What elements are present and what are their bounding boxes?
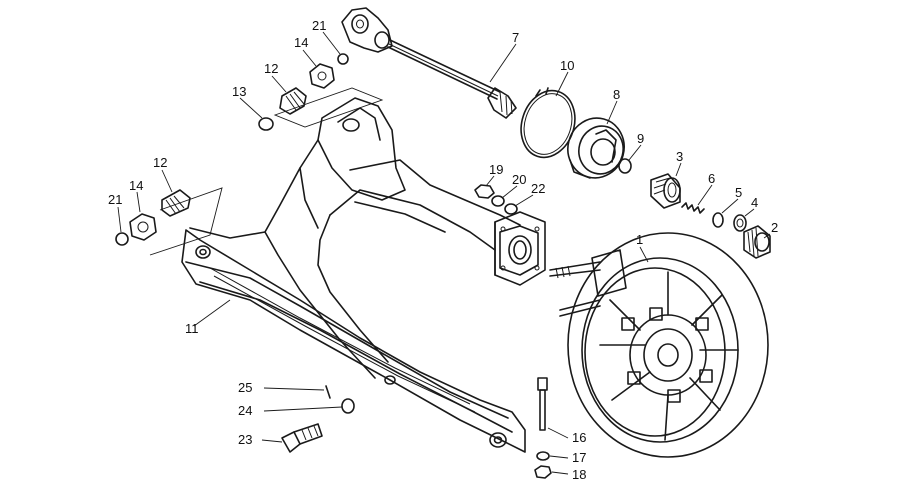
cap-21-lower-part bbox=[115, 232, 129, 246]
washer-5-part bbox=[712, 212, 724, 228]
needle-bearing-part bbox=[650, 173, 681, 209]
pivot-bolt-12-upper-part bbox=[279, 87, 307, 115]
callout-20: 20 bbox=[512, 172, 526, 187]
circlip-part bbox=[520, 87, 576, 159]
nut-14-upper-part bbox=[309, 63, 335, 89]
callout-23: 23 bbox=[238, 432, 252, 447]
assembly-guide-upper bbox=[273, 87, 384, 128]
callout-14-upper: 14 bbox=[294, 35, 308, 50]
pin-25-part bbox=[325, 385, 331, 399]
pivot-bolt-12-lower-part bbox=[161, 189, 191, 217]
washer-20-part bbox=[491, 195, 505, 207]
callout-18: 18 bbox=[572, 467, 586, 482]
callout-16: 16 bbox=[572, 430, 586, 445]
assembly-guide-left bbox=[149, 187, 223, 256]
callout-12-lower: 12 bbox=[153, 155, 167, 170]
callout-4: 4 bbox=[751, 195, 758, 210]
callout-21-lower: 21 bbox=[108, 192, 122, 207]
nut-19-part bbox=[474, 184, 495, 199]
washer-13-part bbox=[258, 117, 274, 131]
pivot-bolt-23-part bbox=[281, 423, 323, 453]
drive-shaft-part bbox=[341, 7, 517, 119]
callout-9: 9 bbox=[637, 131, 644, 146]
callout-12-upper: 12 bbox=[264, 61, 278, 76]
callout-22: 22 bbox=[531, 181, 545, 196]
callout-17: 17 bbox=[572, 450, 586, 465]
callout-11: 11 bbox=[185, 321, 199, 336]
callout-19: 19 bbox=[489, 162, 503, 177]
callout-8: 8 bbox=[613, 87, 620, 102]
callout-21-upper: 21 bbox=[312, 18, 326, 33]
callout-13: 13 bbox=[232, 84, 246, 99]
swing-arm-part bbox=[181, 97, 546, 453]
callout-5: 5 bbox=[735, 185, 742, 200]
o-ring-part bbox=[618, 158, 632, 174]
washer-24-part bbox=[341, 398, 355, 414]
nut-18-part bbox=[534, 465, 552, 479]
washer-22-part bbox=[504, 203, 518, 215]
callout-25: 25 bbox=[238, 380, 252, 395]
cap-21-upper-part bbox=[337, 53, 349, 65]
washer-17-part bbox=[536, 451, 550, 461]
callout-6: 6 bbox=[708, 171, 715, 186]
callout-14-lower: 14 bbox=[129, 178, 143, 193]
washer-4-part bbox=[733, 214, 747, 232]
callout-2: 2 bbox=[771, 220, 778, 235]
callout-3: 3 bbox=[676, 149, 683, 164]
nut-14-lower-part bbox=[129, 213, 157, 241]
callout-1: 1 bbox=[636, 232, 643, 247]
callout-24: 24 bbox=[238, 403, 252, 418]
bolt-16-part bbox=[537, 377, 548, 431]
gear-part bbox=[743, 225, 771, 259]
leader-lines bbox=[117, 31, 771, 475]
callout-10: 10 bbox=[560, 58, 574, 73]
callout-7: 7 bbox=[512, 30, 519, 45]
bearing-housing-part bbox=[567, 117, 625, 179]
wheel-hub-part bbox=[549, 232, 769, 458]
spring-part bbox=[681, 202, 705, 214]
